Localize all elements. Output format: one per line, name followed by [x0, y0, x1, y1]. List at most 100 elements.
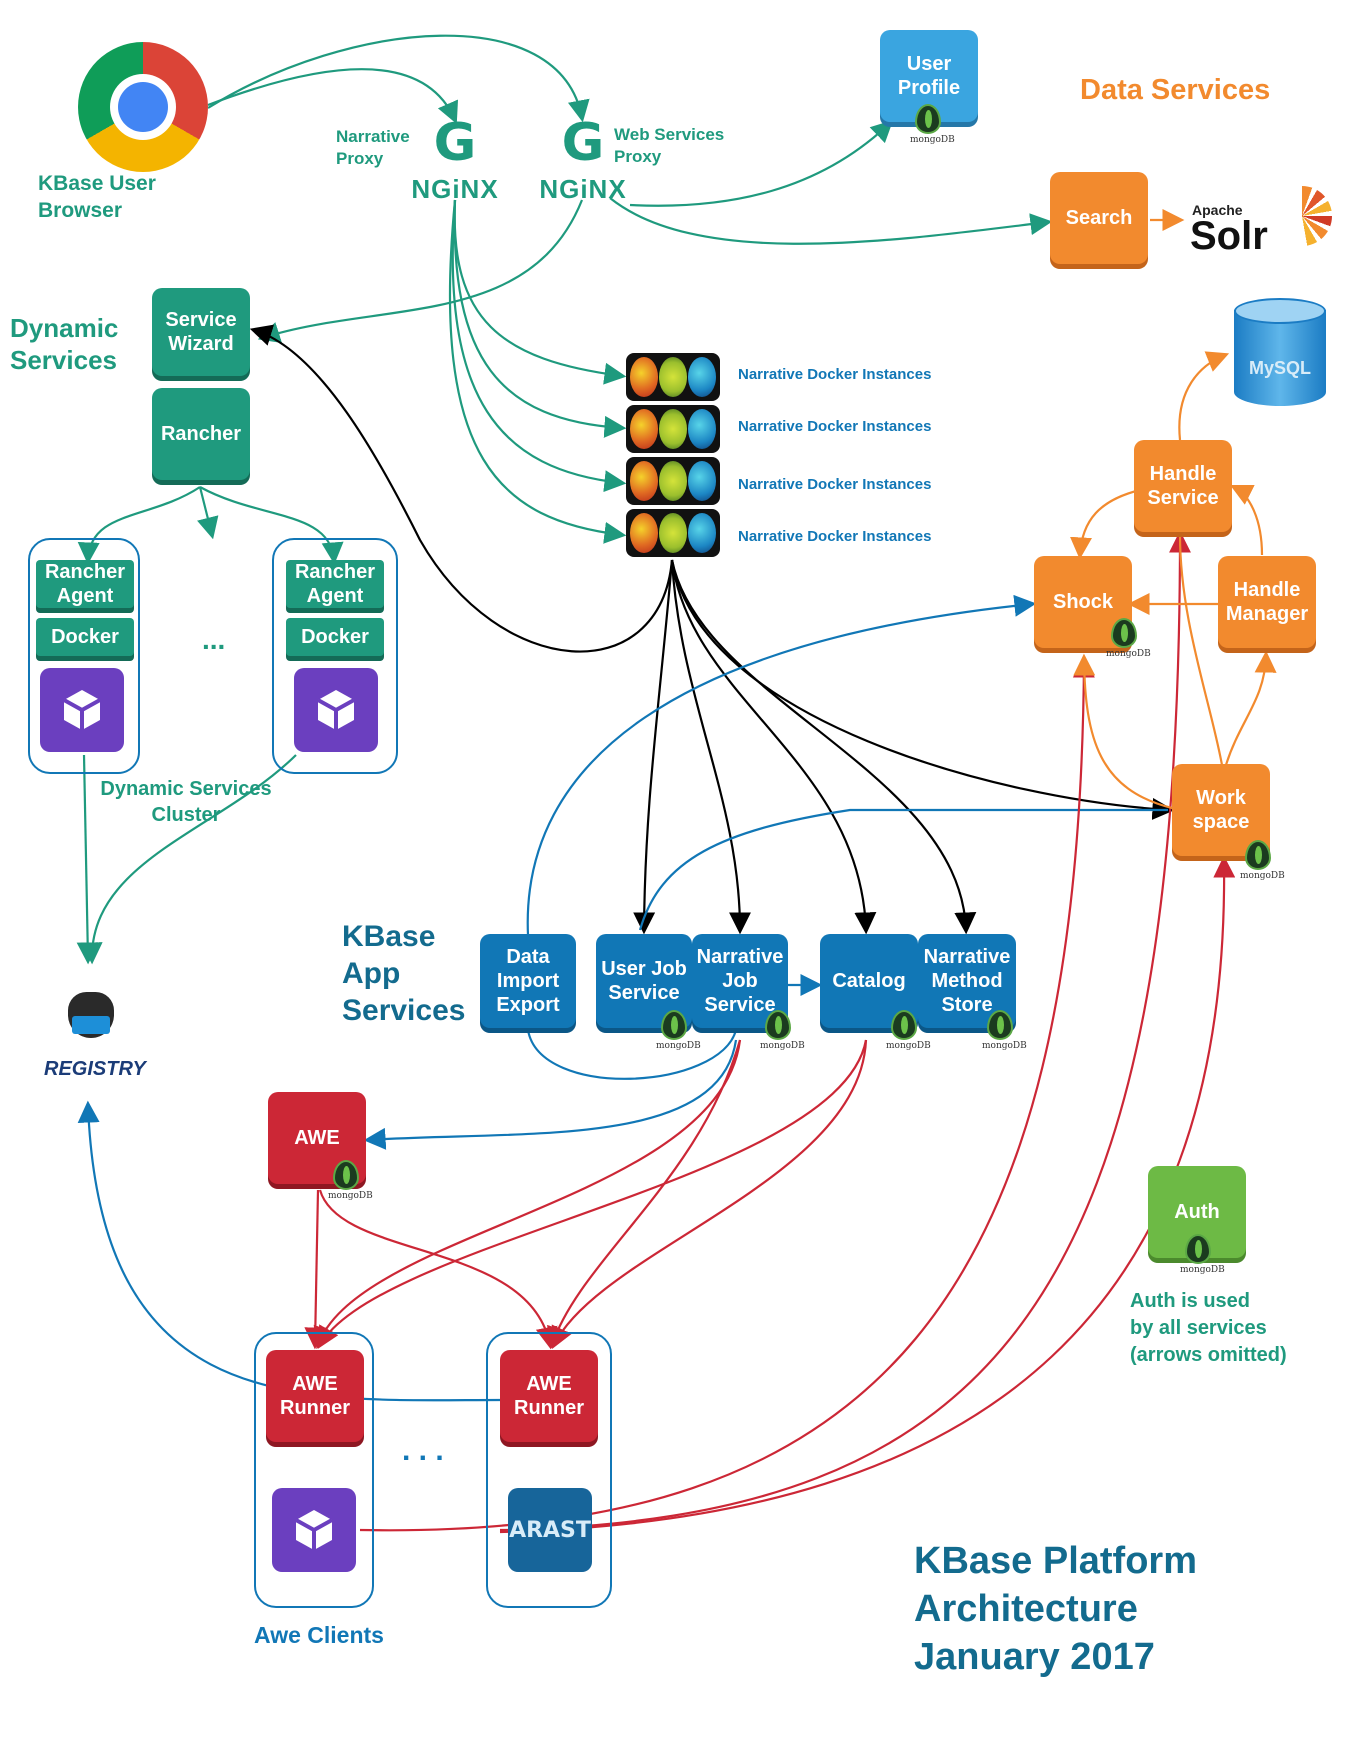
edge-runners-registry [77, 1100, 501, 1402]
narrative-instance[interactable] [626, 509, 720, 557]
edge-arast-handleservice [499, 530, 1191, 1532]
service-wizard-node[interactable]: Service Wizard [152, 288, 250, 376]
auth-note: Auth is used by all services (arrows omi… [1130, 1290, 1287, 1366]
edge-rancher-dots [197, 486, 219, 540]
edge-proxy-search [609, 197, 1053, 245]
narrative-instance[interactable] [626, 405, 720, 453]
edge-awe-runner-2 [318, 1189, 558, 1350]
edge-proxy-userprofile [629, 119, 894, 207]
awe-clients-label: Awe Clients [254, 1622, 384, 1648]
docker-node[interactable]: Docker [36, 618, 134, 656]
rancher-agent-node[interactable]: Rancher Agent [286, 560, 384, 608]
edge-cluster-registry-2 [80, 754, 297, 965]
narrative-instance-label: Narrative Docker Instances [738, 476, 932, 493]
edge-rancher-agent-1 [77, 486, 201, 565]
docker-registry-logo: docker REGISTRY [44, 990, 146, 1090]
module-cube-icon [272, 1488, 356, 1572]
edge-handlemanager-handleservice [1230, 485, 1264, 556]
awe-client-ellipsis: . . . [402, 1434, 444, 1467]
edge-ujs-workspace [638, 808, 1168, 931]
narrative-proxy-label: Narrative Proxy [336, 127, 410, 168]
narrative-instance-label: Narrative Docker Instances [738, 366, 932, 383]
mongodb-badge: mongoDB [328, 1160, 373, 1201]
narrative-instance[interactable] [626, 457, 720, 505]
search-node[interactable]: Search [1050, 172, 1148, 264]
webservices-proxy[interactable]: G NGiNX [528, 113, 638, 208]
handle-manager-node[interactable]: Handle Manager [1218, 556, 1316, 648]
edge-catalog-runner-1 [317, 1039, 868, 1349]
app-services-heading: KBase App Services [342, 920, 466, 1027]
browser-label: KBase User Browser [38, 172, 156, 222]
edge-awe-runner-1 [304, 1189, 327, 1350]
edge-proxy-instance-2 [453, 199, 627, 438]
edge-instances-nms [670, 559, 977, 935]
edge-cluster-registry-1 [76, 754, 99, 965]
edge-browser-narrative-proxy [207, 68, 458, 125]
edge-proxy-instance-4 [448, 199, 627, 544]
edge-instances-ujs [633, 559, 674, 935]
mongodb-badge: mongoDB [886, 1010, 931, 1051]
cluster-ellipsis: ... [202, 624, 226, 655]
mongodb-badge: mongoDB [1106, 618, 1151, 659]
dynamic-cluster-label: Dynamic Services Cluster [100, 778, 272, 826]
edge-instances-servicewizard [249, 324, 674, 653]
data-import-export-node[interactable]: Data Import Export [480, 934, 576, 1028]
edge-njs-runner-1 [313, 1039, 742, 1350]
diagram-title-line-2: Architecture [914, 1588, 1138, 1630]
edge-instances-njs [670, 559, 751, 935]
edge-catalog-runner-2 [551, 1039, 868, 1349]
edge-proxy-instance-1 [453, 199, 627, 385]
module-cube-icon [40, 668, 124, 752]
data-services-heading: Data Services [1080, 74, 1271, 106]
nginx-g-icon: G [433, 113, 477, 173]
diagram-title-line-1: KBase Platform [914, 1540, 1197, 1582]
nginx-g-icon: G [561, 113, 605, 173]
solr-logo: Apache Solr [1188, 182, 1332, 262]
narrative-instance-label: Narrative Docker Instances [738, 418, 932, 435]
dynamic-services-heading: Dynamic Services [10, 313, 119, 375]
narrative-instance[interactable] [626, 353, 720, 401]
edge-browser-webservices-proxy [207, 34, 590, 123]
dynamic-cluster-left [28, 538, 140, 774]
shock-node[interactable]: Shock [1034, 556, 1132, 648]
edge-workspace-shock [1073, 653, 1173, 810]
edge-handleservice-mysql [1178, 351, 1230, 441]
edge-proxy-instance-3 [451, 199, 627, 493]
rancher-agent-node[interactable]: Rancher Agent [36, 560, 134, 608]
edge-instances-catalog [670, 559, 877, 935]
mongodb-badge: mongoDB [982, 1010, 1027, 1051]
edge-handleservice-shock [1070, 488, 1141, 560]
edge-dataimport-njs [526, 1029, 738, 1080]
module-cube-icon [294, 668, 378, 752]
solr-sun-icon [1272, 186, 1332, 246]
nginx-logo-text: NGiNX [411, 174, 499, 204]
arast-logo: ARAST [508, 1488, 592, 1572]
rancher-node[interactable]: Rancher [152, 388, 250, 480]
chrome-icon [78, 42, 208, 172]
edge-workspace-handlemanager [1224, 650, 1277, 766]
dynamic-cluster-right [272, 538, 398, 774]
edge-rancher-agent-2 [199, 486, 344, 565]
mongodb-badge: mongoDB [656, 1010, 701, 1051]
awe-client-left [254, 1332, 374, 1608]
narrative-proxy[interactable]: G NGiNX [400, 113, 510, 208]
docker-node[interactable]: Docker [286, 618, 384, 656]
edge-instances-workspace [670, 559, 1175, 820]
edge-dataimport-shock [526, 594, 1037, 936]
edge-workspace-handleservice [1178, 534, 1224, 766]
mongodb-badge: mongoDB [1240, 840, 1285, 881]
awe-runner-node[interactable]: AWE Runner [266, 1350, 364, 1442]
diagram-title-line-3: January 2017 [914, 1636, 1155, 1678]
mongodb-badge: mongoDB [1180, 1234, 1225, 1275]
awe-runner-node[interactable]: AWE Runner [500, 1350, 598, 1442]
edge-proxy-servicewizard [257, 199, 584, 344]
edge-arast-workspace [499, 855, 1236, 1534]
edge-njs-runner-2 [547, 1039, 742, 1350]
mongodb-badge: mongoDB [760, 1010, 805, 1051]
edge-njs-awe [363, 1039, 738, 1150]
mongodb-badge: mongoDB [910, 104, 955, 145]
webservices-proxy-label: Web Services Proxy [614, 125, 725, 166]
handle-service-node[interactable]: Handle Service [1134, 440, 1232, 532]
awe-client-right [486, 1332, 612, 1608]
